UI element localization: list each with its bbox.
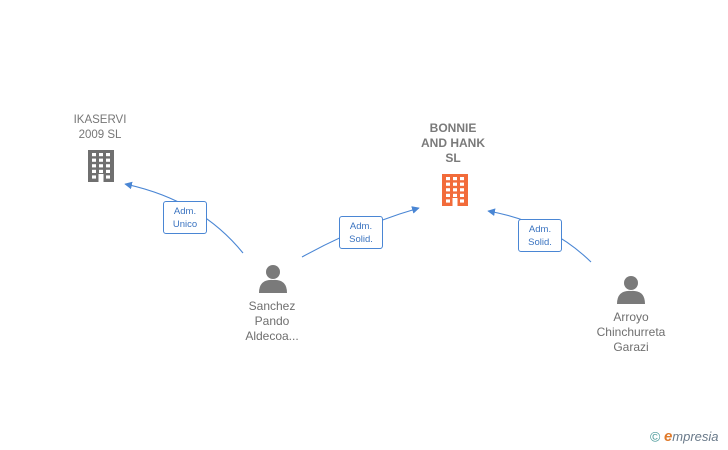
edge-role-line: Solid. xyxy=(528,237,552,248)
edge-badge-sanchez-bonnie[interactable]: Adm. Solid. xyxy=(339,216,383,249)
edge-role-line: Unico xyxy=(172,219,198,230)
edge-badge-sanchez-ikaservi[interactable]: Adm. Unico xyxy=(163,201,207,234)
copyright-mark: © xyxy=(650,428,661,445)
edge-badge-arroyo-bonnie[interactable]: Adm. Solid. xyxy=(518,219,562,252)
empresia-brand[interactable]: © empresia xyxy=(650,428,719,448)
person-name-line: Garazi xyxy=(613,340,649,354)
company-building-icon-bonnie[interactable] xyxy=(442,174,468,206)
person-label-arroyo[interactable]: Arroyo Chinchurreta Garazi xyxy=(576,310,686,355)
person-name-line: Chinchurreta xyxy=(596,325,666,339)
brand-logo-initial: e xyxy=(663,428,673,446)
edge-role-line: Solid. xyxy=(349,234,373,245)
company-name-line: SL xyxy=(445,151,461,165)
person-icon-sanchez[interactable] xyxy=(259,265,287,293)
company-building-icon-ikaservi[interactable] xyxy=(88,150,114,182)
brand-logo-text: mpresia xyxy=(672,429,719,445)
company-name-line: AND HANK xyxy=(421,136,485,150)
company-name-line: BONNIE xyxy=(429,121,477,135)
edge-role-line: Adm. xyxy=(528,224,552,235)
person-name-line: Aldecoa... xyxy=(245,329,299,343)
company-name-line: 2009 SL xyxy=(78,129,122,141)
person-name-line: Pando xyxy=(254,314,290,328)
company-label-bonnie[interactable]: BONNIE AND HANK SL xyxy=(405,121,501,166)
person-name-line: Sanchez xyxy=(248,299,296,313)
edge-role-line: Adm. xyxy=(349,221,373,232)
person-name-line: Arroyo xyxy=(613,310,649,324)
person-label-sanchez[interactable]: Sanchez Pando Aldecoa... xyxy=(222,299,322,344)
person-icon-arroyo[interactable] xyxy=(617,276,645,304)
company-label-ikaservi[interactable]: IKASERVI 2009 SL xyxy=(58,113,142,143)
company-name-line: IKASERVI xyxy=(73,114,127,126)
edge-role-line: Adm. xyxy=(173,206,197,217)
